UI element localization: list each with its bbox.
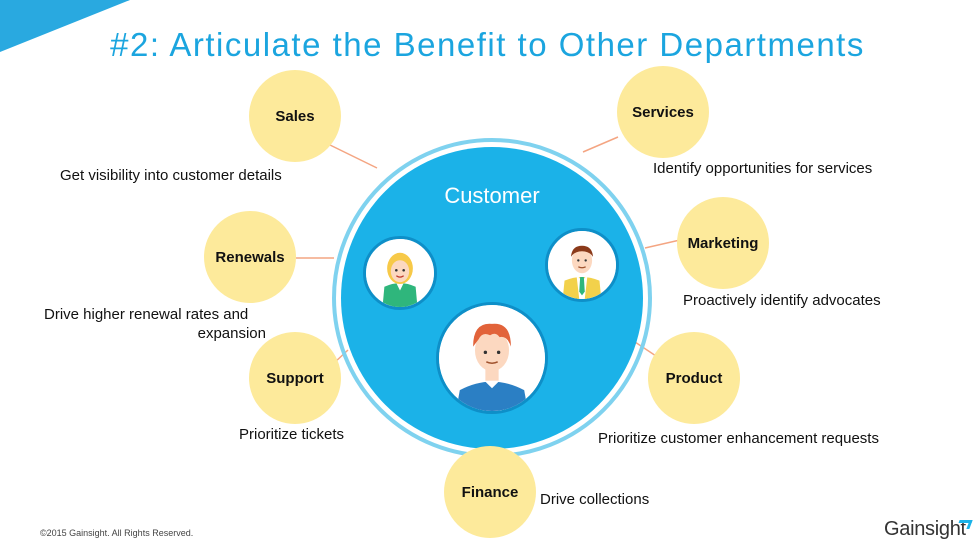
node-sales: Sales — [249, 70, 341, 162]
connector-services — [582, 136, 619, 153]
node-support: Support — [249, 332, 341, 424]
node-product: Product — [648, 332, 740, 424]
node-finance: Finance — [444, 446, 536, 538]
desc-renewals: Drive higher renewal rates and expansion — [44, 305, 266, 343]
hub-label: Customer — [444, 183, 540, 208]
page-title: #2: Articulate the Benefit to Other Depa… — [110, 26, 865, 63]
corner-accent — [0, 0, 130, 52]
male-avatar-icon — [545, 228, 619, 302]
copyright-text: ©2015 Gainsight. All Rights Reserved. — [40, 528, 194, 538]
desc-finance: Drive collections — [540, 491, 650, 508]
desc-product: Prioritize customer enhancement requests — [598, 430, 879, 447]
node-marketing: Marketing — [677, 197, 769, 289]
desc-services: Identify opportunities for services — [653, 160, 873, 177]
gainsight-logo: Gainsight — [884, 518, 966, 540]
desc-support: Prioritize tickets — [239, 426, 345, 443]
desc-marketing: Proactively identify advocates — [683, 292, 881, 309]
node-renewals: Renewals — [204, 211, 296, 303]
man-avatar-icon — [436, 302, 548, 414]
connector-sales — [329, 144, 378, 169]
female-avatar-icon — [363, 236, 437, 310]
desc-renewals-line1: Drive higher renewal rates and — [44, 306, 249, 323]
desc-renewals-line2: expansion — [197, 325, 266, 342]
connector-marketing — [644, 239, 681, 249]
desc-sales: Get visibility into customer details — [60, 167, 282, 184]
node-services: Services — [617, 66, 709, 158]
